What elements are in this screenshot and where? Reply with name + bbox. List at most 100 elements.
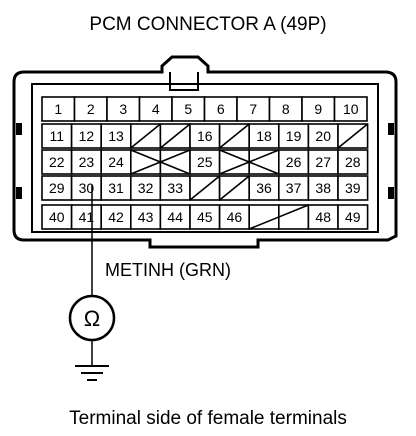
terminal-13: 13 [100,123,132,149]
terminal-label: 26 [286,154,302,170]
terminal-blank [130,149,162,175]
terminal-label: 33 [167,180,183,196]
terminal-33: 33 [159,175,191,201]
terminal-label: 12 [79,128,95,144]
terminal-label: 49 [345,209,361,225]
terminal-9: 9 [301,96,336,122]
terminal-label: 20 [315,128,331,144]
terminal-blank [218,149,251,175]
latch-right-upper [388,123,394,135]
terminal-5: 5 [171,96,206,122]
latch-right-lower [388,187,394,199]
terminal-11: 11 [41,123,73,149]
terminal-label: 39 [345,180,361,196]
terminal-2: 2 [73,96,108,122]
terminal-label: 40 [49,209,65,225]
blank-cavity-mark [337,123,369,149]
terminal-43: 43 [130,204,162,230]
terminal-27: 27 [307,149,339,175]
terminal-label: 8 [282,101,290,117]
blank-cavity-mark [130,149,191,175]
terminal-22: 22 [41,149,73,175]
terminal-label: 7 [249,101,257,117]
terminal-label: 6 [217,101,225,117]
terminal-45: 45 [189,204,221,230]
terminal-label: 3 [119,101,127,117]
terminal-label: 48 [315,209,331,225]
terminal-46: 46 [218,204,251,230]
ohmmeter-symbol: Ω [84,306,100,331]
ohmmeter-icon: Ω [68,294,116,342]
terminal-blank [248,149,280,175]
terminal-30: 30 [70,175,102,201]
terminal-label: 22 [49,154,65,170]
terminal-44: 44 [159,204,191,230]
terminal-32: 32 [130,175,162,201]
terminal-42: 42 [100,204,132,230]
terminal-1: 1 [41,96,76,122]
terminal-label: 1 [54,101,62,117]
terminal-label: 13 [108,128,124,144]
terminal-40: 40 [41,204,73,230]
terminal-label: 29 [49,180,65,196]
terminal-label: 27 [315,154,331,170]
terminal-48: 48 [307,204,339,230]
terminal-label: 16 [197,128,213,144]
terminal-label: 32 [138,180,154,196]
terminal-4: 4 [138,96,173,122]
blank-cavity-mark [248,204,309,230]
terminal-label: 37 [286,180,302,196]
diagram-caption: Terminal side of female terminals [69,408,347,429]
terminal-label: 45 [197,209,213,225]
connector-housing [12,55,398,249]
terminal-blank [248,204,280,230]
terminal-41: 41 [70,204,102,230]
terminal-label: 38 [315,180,331,196]
terminal-36: 36 [248,175,280,201]
terminal-18: 18 [248,123,280,149]
blank-cavity-mark [219,149,280,175]
terminal-12: 12 [70,123,102,149]
terminal-25: 25 [189,149,221,175]
blank-cavity-mark [219,175,250,201]
terminal-3: 3 [106,96,141,122]
terminal-28: 28 [337,149,369,175]
terminal-label: 9 [314,101,322,117]
terminal-label: 36 [256,180,272,196]
terminal-31: 31 [100,175,132,201]
terminal-49: 49 [337,204,369,230]
wire-label: METINH (GRN) [105,260,231,280]
terminal-23: 23 [70,149,102,175]
diagram-title: PCM CONNECTOR A (49P) [89,14,326,35]
terminal-label: 23 [79,154,95,170]
terminal-16: 16 [189,123,221,149]
terminal-label: 2 [87,101,95,117]
terminal-26: 26 [277,149,310,175]
terminal-label: 30 [79,180,95,196]
terminal-7: 7 [236,96,271,122]
terminal-8: 8 [268,96,303,122]
latch-left-upper [16,123,22,135]
terminal-24: 24 [100,149,132,175]
terminal-label: 24 [108,154,124,170]
blank-cavity-mark [189,175,221,201]
terminal-37: 37 [277,175,310,201]
blank-cavity-mark [130,123,161,149]
terminal-label: 43 [138,209,154,225]
terminal-19: 19 [277,123,310,149]
terminal-blank [277,204,310,230]
terminal-29: 29 [41,175,73,201]
terminal-label: 18 [256,128,272,144]
terminal-label: 4 [152,101,160,117]
terminal-label: 46 [227,209,243,225]
blank-cavity-mark [219,123,250,149]
terminal-label: 41 [79,209,95,225]
latch-left-lower [16,187,22,199]
terminal-39: 39 [337,175,369,201]
terminal-label: 31 [108,180,124,196]
terminal-38: 38 [307,175,339,201]
terminal-label: 28 [345,154,361,170]
terminal-label: 11 [50,128,65,144]
